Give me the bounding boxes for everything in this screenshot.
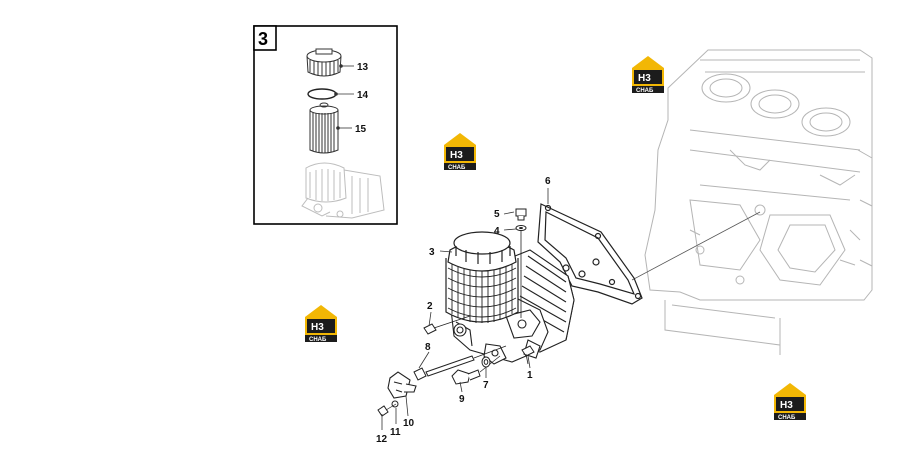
sensor-10 [387,371,417,399]
logo-mark: H3 [311,322,324,333]
callout-6: 6 [545,176,551,187]
logo-sub: CHAБ [309,337,327,343]
callout-8: 8 [425,342,431,353]
inset-housing [301,162,385,219]
callout-15: 15 [355,124,367,135]
callouts: 6 5 4 3 2 8 9 7 1 10 11 12 [376,176,551,445]
callout-13: 13 [357,62,369,73]
filter-cap-3 [445,231,519,323]
engine-block [644,49,873,355]
callout-7: 7 [483,380,489,391]
callout-5: 5 [494,209,500,220]
main-leaders [381,188,549,430]
filter-cap-13 [306,48,342,77]
logo-sub: CHAБ [636,88,654,94]
callout-12: 12 [376,434,388,445]
watermark-logo: H3 CHAБ [774,383,806,421]
callout-9: 9 [459,394,465,405]
leader-gasket-engine [631,211,761,281]
logo-mark: H3 [638,73,651,84]
inset-number: 3 [258,29,268,49]
logo-mark: H3 [450,150,463,161]
callout-4: 4 [494,226,500,237]
watermark-logo: H3 CHAБ [305,305,337,343]
gasket-6 [537,203,643,305]
bolt-1 [521,345,535,365]
callout-3: 3 [429,247,435,258]
inset-panel: 3 [253,25,398,225]
callout-10: 10 [403,418,415,429]
logo-sub: CHAБ [778,415,796,421]
watermark-logo: H3 CHAБ [444,133,476,171]
logo-sub: CHAБ [448,165,466,171]
sensor-9 [451,355,501,385]
callout-11: 11 [390,427,401,438]
inset-leaders [334,64,354,130]
callout-14: 14 [357,90,369,101]
callout-1: 1 [527,370,533,381]
fitting-7 [481,356,491,368]
watermark-logo: H3 CHAБ [632,56,664,94]
screw-12 [377,403,397,417]
filter-element-15 [309,102,339,154]
washer-4 [515,225,527,231]
callout-2: 2 [427,301,433,312]
plug-5 [515,208,527,318]
logo-mark: H3 [780,400,793,411]
bolt-8 [413,345,507,381]
